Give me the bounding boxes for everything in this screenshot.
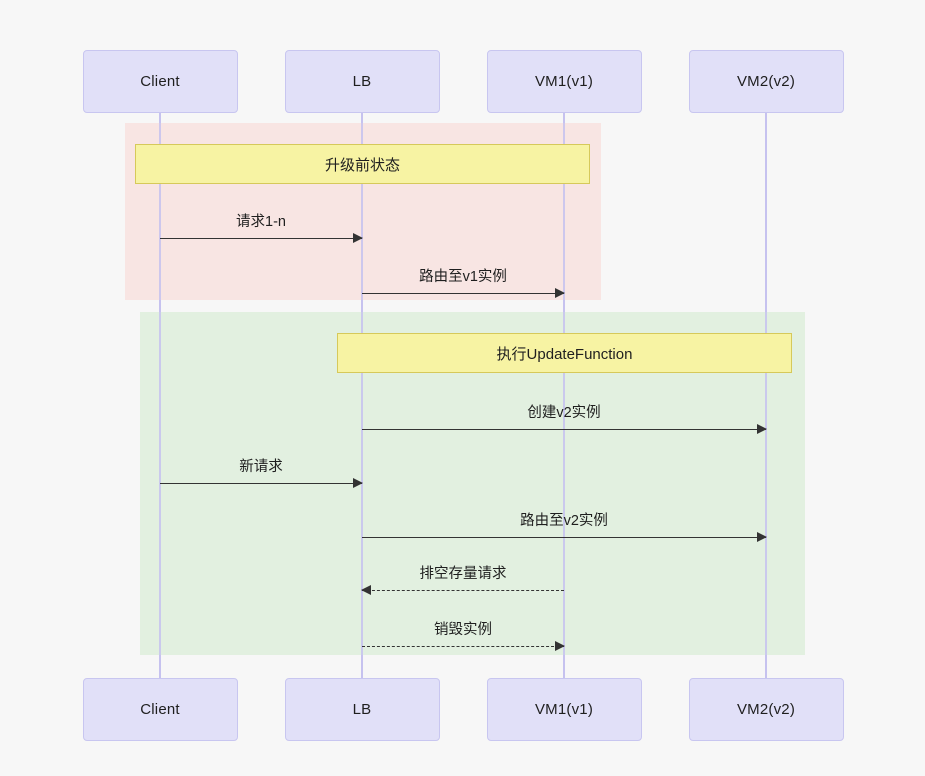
participant-label: LB [352, 73, 372, 90]
arrowhead-icon [361, 585, 371, 595]
participant-lb-top[interactable]: LB [284, 50, 440, 113]
lifeline-overlay-vm1 [563, 113, 565, 678]
arrowhead-icon [757, 424, 767, 434]
participant-lb-bottom[interactable]: LB [284, 678, 440, 741]
message-line [160, 483, 362, 484]
lifeline-overlay-lb [361, 113, 363, 678]
arrowhead-icon [353, 233, 363, 243]
arrowhead-icon [555, 641, 565, 651]
participant-label: VM2(v2) [736, 73, 796, 90]
message-label-m6: 排空存量请求 [419, 566, 507, 582]
message-label-m2: 路由至v1实例 [419, 269, 507, 285]
message-label-m1: 请求1-n [236, 214, 286, 230]
participant-label: VM1(v1) [534, 701, 594, 718]
note-pre-upgrade: 升级前状态 [135, 144, 590, 184]
message-label-m7: 销毁实例 [434, 622, 492, 638]
message-line [362, 429, 766, 430]
note-label: 执行UpdateFunction [496, 345, 633, 363]
participant-label: VM1(v1) [534, 73, 594, 90]
participant-vm2-top[interactable]: VM2(v2) [688, 50, 844, 113]
message-line [362, 293, 564, 294]
note-update-function: 执行UpdateFunction [337, 333, 792, 373]
participant-label: VM2(v2) [736, 701, 796, 718]
message-line [362, 537, 766, 538]
message-line [362, 590, 564, 591]
message-label-m4: 新请求 [239, 459, 283, 475]
message-line [362, 646, 564, 647]
participant-label: Client [140, 701, 180, 718]
participant-client-bottom[interactable]: Client [82, 678, 238, 741]
lifeline-overlay-client [159, 113, 161, 678]
arrowhead-icon [353, 478, 363, 488]
arrowhead-icon [555, 288, 565, 298]
participant-label: Client [140, 73, 180, 90]
participant-client-top[interactable]: Client [82, 50, 238, 113]
message-line [160, 238, 362, 239]
participant-label: LB [352, 701, 372, 718]
note-label: 升级前状态 [324, 156, 400, 174]
participant-vm2-bottom[interactable]: VM2(v2) [688, 678, 844, 741]
lifeline-overlay-vm2 [765, 113, 767, 678]
arrowhead-icon [757, 532, 767, 542]
message-label-m3: 创建v2实例 [527, 405, 601, 421]
participant-vm1-bottom[interactable]: VM1(v1) [486, 678, 642, 741]
message-label-m5: 路由至v2实例 [520, 513, 608, 529]
participant-vm1-top[interactable]: VM1(v1) [486, 50, 642, 113]
